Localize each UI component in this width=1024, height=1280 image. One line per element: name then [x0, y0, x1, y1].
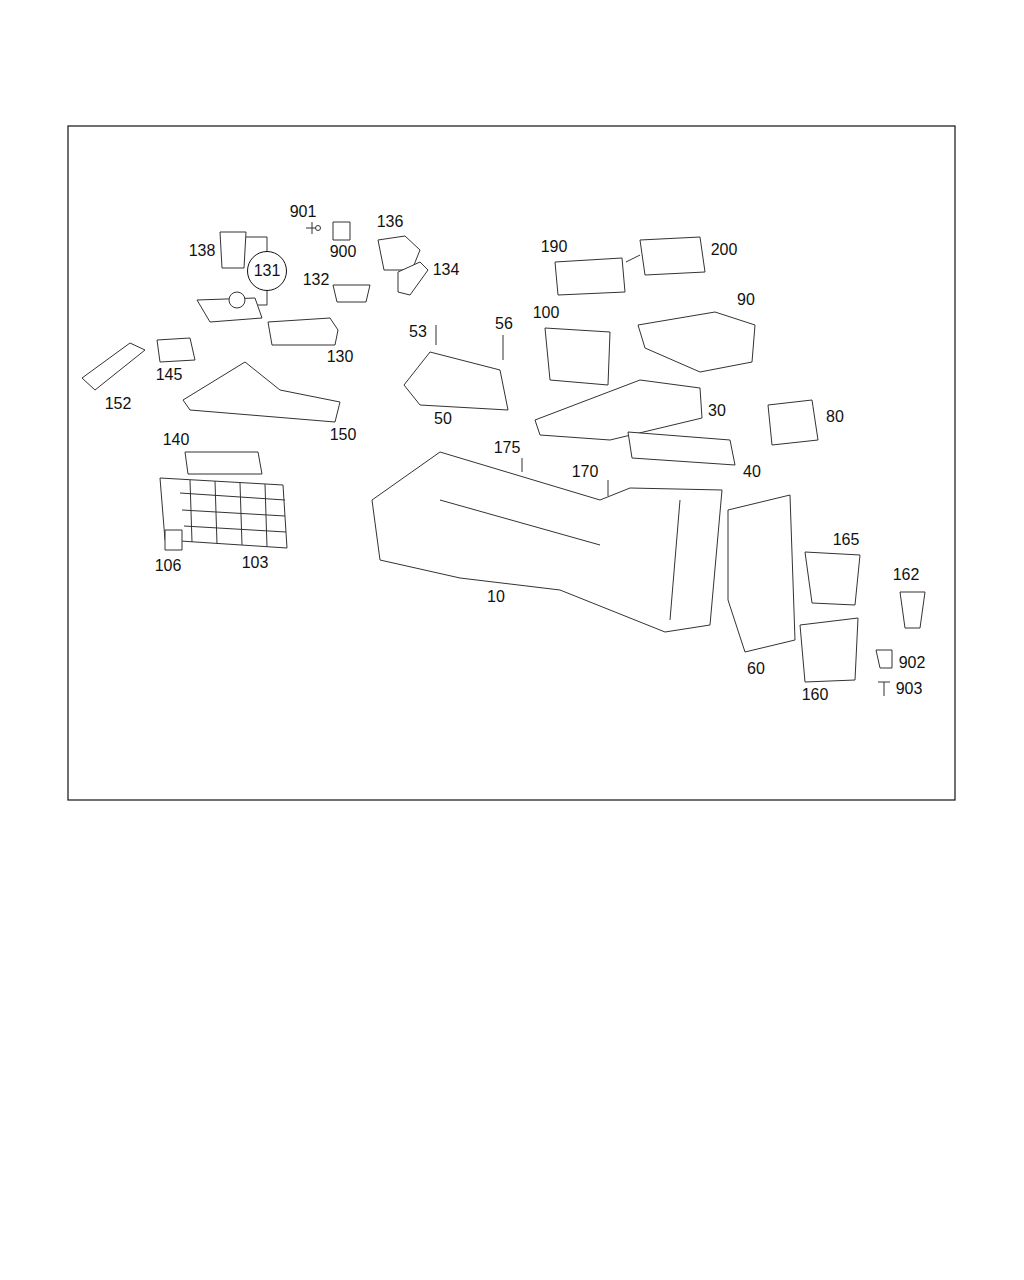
part-outline: [183, 362, 340, 422]
frame: [68, 126, 955, 800]
callout-number: 10: [487, 589, 505, 605]
part-outline: [805, 552, 860, 605]
part-line: [184, 526, 286, 532]
part-outline: [628, 432, 735, 465]
part-line: [608, 480, 609, 496]
callout-number: 103: [242, 555, 269, 571]
part-outline: [876, 650, 892, 668]
part-line: [878, 682, 890, 683]
part-outline: [900, 592, 925, 628]
callout-number: 140: [163, 432, 190, 448]
part-outline: [535, 380, 702, 440]
part-line: [180, 493, 285, 500]
part-outline: [333, 222, 350, 240]
callout-number: 903: [896, 681, 923, 697]
part-line: [436, 325, 437, 345]
callout-number: 106: [155, 558, 182, 574]
part-outline: [157, 338, 195, 362]
part-outline: [268, 318, 338, 345]
callout-number: 80: [826, 409, 844, 425]
part-outline: [185, 452, 262, 474]
callout-number: 60: [747, 661, 765, 677]
part-outline: [165, 530, 182, 550]
part-line: [265, 484, 267, 547]
part-line: [522, 458, 523, 472]
callout-number: 30: [708, 403, 726, 419]
callout-number: 40: [743, 464, 761, 480]
part-line: [190, 480, 192, 542]
part-outline: [220, 232, 246, 268]
part-line: [440, 500, 600, 545]
callout-number: 53: [409, 324, 427, 340]
part-outline: [800, 618, 858, 682]
part-outline: [728, 495, 795, 652]
callout-number: 56: [495, 316, 513, 332]
callout-number: 90: [737, 292, 755, 308]
callout-number: 901: [290, 204, 317, 220]
callout-number: 162: [893, 567, 920, 583]
callout-number: 138: [189, 243, 216, 259]
callout-number: 130: [327, 349, 354, 365]
callout-number: 100: [533, 305, 560, 321]
callout-number: 190: [541, 239, 568, 255]
part-outline: [316, 226, 321, 231]
part-line: [670, 500, 680, 620]
part-line: [884, 682, 885, 696]
part-outline: [82, 343, 145, 390]
part-line: [503, 335, 504, 360]
part-outline: [768, 400, 818, 445]
part-outline: [640, 237, 705, 275]
part-outline: [638, 312, 755, 372]
callout-number: 160: [802, 687, 829, 703]
callout-number: 175: [494, 440, 521, 456]
part-outline: [404, 352, 508, 410]
part-outline: [333, 285, 370, 302]
callout-number: 50: [434, 411, 452, 427]
callout-number: 200: [711, 242, 738, 258]
part-outline: [545, 328, 610, 385]
callout-circle: 131: [247, 251, 288, 292]
callout-number: 902: [899, 655, 926, 671]
part-outline: [398, 262, 428, 295]
callout-number: 170: [572, 464, 599, 480]
callout-number: 136: [377, 214, 404, 230]
callout-number: 145: [156, 367, 183, 383]
callout-number: 132: [303, 272, 330, 288]
callout-number: 165: [833, 532, 860, 548]
callout-number: 134: [433, 262, 460, 278]
part-outline: [229, 292, 245, 308]
part-line: [215, 481, 217, 544]
part-outline: [555, 258, 625, 295]
part-line: [240, 483, 242, 545]
callout-number: 900: [330, 244, 357, 260]
part-line: [626, 255, 640, 262]
callout-number: 152: [105, 396, 132, 412]
callout-number: 150: [330, 427, 357, 443]
callout-number: 131: [254, 263, 281, 279]
part-line: [182, 510, 285, 516]
part-outline: [372, 452, 722, 632]
